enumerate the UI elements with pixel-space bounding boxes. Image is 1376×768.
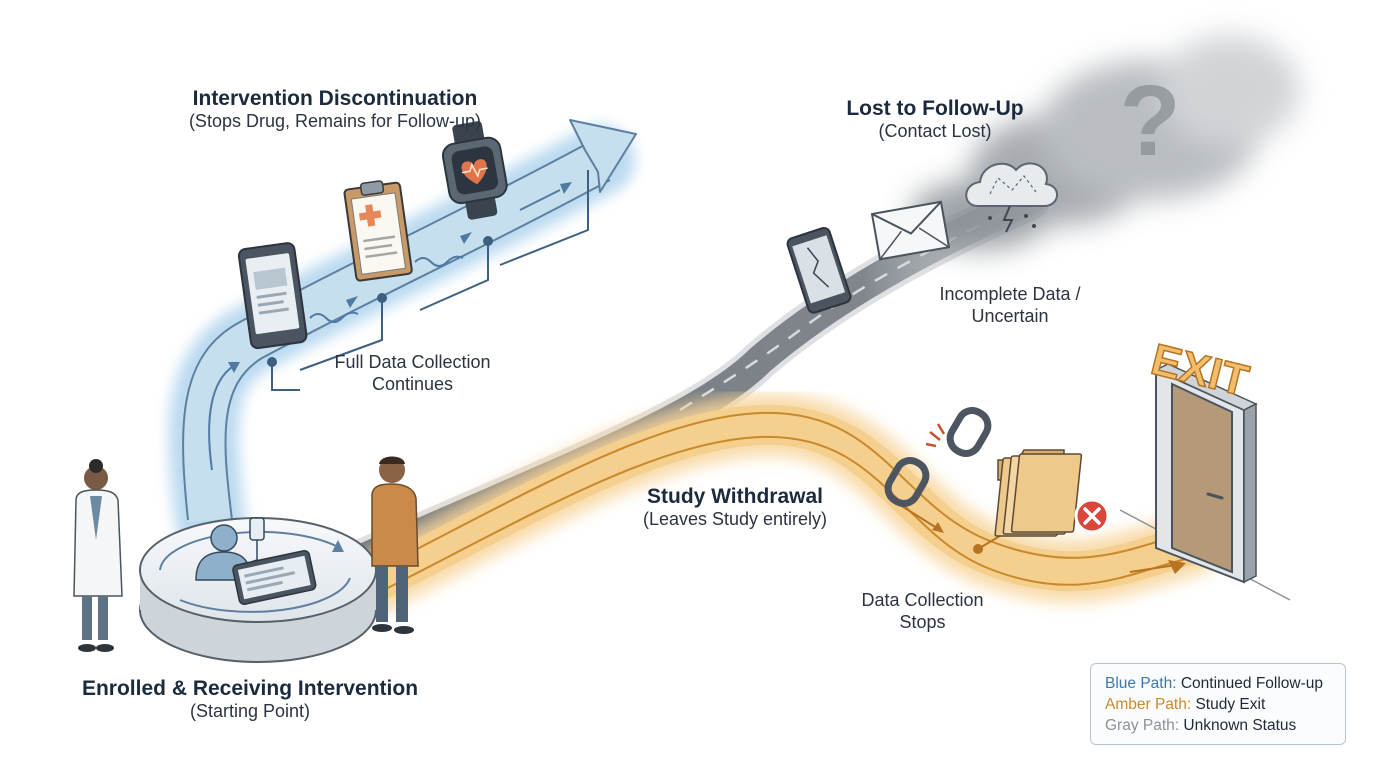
legend-text-amber: Study Exit xyxy=(1195,696,1266,713)
incomplete-line1: Incomplete Data / xyxy=(939,284,1081,304)
legend: Blue Path: Continued Follow-up Amber Pat… xyxy=(1090,663,1346,745)
stops-line1: Data Collection xyxy=(861,590,984,610)
withdrawal-subtitle: (Leaves Study entirely) xyxy=(642,509,828,530)
smartwatch-icon xyxy=(441,121,508,220)
legend-row-gray: Gray Path: Unknown Status xyxy=(1105,715,1345,736)
folder-rejected-icon xyxy=(994,449,1110,537)
amber-path xyxy=(329,393,1221,621)
enrolled-title: Enrolled & Receiving Intervention xyxy=(81,677,419,700)
lost-subtitle: (Contact Lost) xyxy=(878,121,992,142)
full-data-label: Full Data Collection Continues xyxy=(300,352,525,395)
enrolled-label: Enrolled & Receiving Intervention (Start… xyxy=(40,676,460,723)
exit-door-icon: EXIT xyxy=(1119,334,1291,601)
withdrawal-label: Study Withdrawal (Leaves Study entirely) xyxy=(590,484,880,531)
intervention-label: Intervention Discontinuation (Stops Drug… xyxy=(150,86,520,133)
intervention-title: Intervention Discontinuation xyxy=(192,87,478,110)
incomplete-label: Incomplete Data / Uncertain xyxy=(900,284,1120,327)
storm-cloud-icon xyxy=(965,162,1058,233)
legend-row-amber: Amber Path: Study Exit xyxy=(1105,694,1345,715)
full-data-line1: Full Data Collection xyxy=(334,352,491,372)
blue-arrowhead xyxy=(569,119,637,193)
starting-platform xyxy=(139,517,377,663)
tablet-device-icon xyxy=(232,549,317,605)
broken-chain-icon xyxy=(884,407,992,507)
legend-text-blue: Continued Follow-up xyxy=(1180,675,1324,692)
legend-key-gray: Gray Path: xyxy=(1105,717,1180,734)
legend-key-blue: Blue Path: xyxy=(1105,675,1177,692)
lost-title: Lost to Follow-Up xyxy=(846,97,1024,120)
broken-phone-icon xyxy=(786,226,852,314)
clipboard-icon xyxy=(343,180,413,282)
tablet-icon xyxy=(237,242,308,350)
legend-key-amber: Amber Path: xyxy=(1105,696,1192,713)
envelope-icon xyxy=(870,200,951,261)
legend-text-gray: Unknown Status xyxy=(1183,717,1297,734)
question-mark: ? xyxy=(1119,65,1180,177)
stops-line2: Stops xyxy=(899,611,946,632)
participant-figure xyxy=(371,456,419,634)
doctor-figure xyxy=(73,459,123,652)
stops-label: Data Collection Stops xyxy=(820,590,1025,633)
full-data-line2: Continues xyxy=(371,373,454,394)
withdrawal-title: Study Withdrawal xyxy=(647,485,823,508)
incomplete-line2: Uncertain xyxy=(971,305,1049,326)
intervention-subtitle: (Stops Drug, Remains for Follow-up) xyxy=(188,111,482,132)
legend-row-blue: Blue Path: Continued Follow-up xyxy=(1105,673,1345,694)
lost-label: Lost to Follow-Up (Contact Lost) xyxy=(810,96,1060,143)
enrolled-subtitle: (Starting Point) xyxy=(189,701,311,722)
